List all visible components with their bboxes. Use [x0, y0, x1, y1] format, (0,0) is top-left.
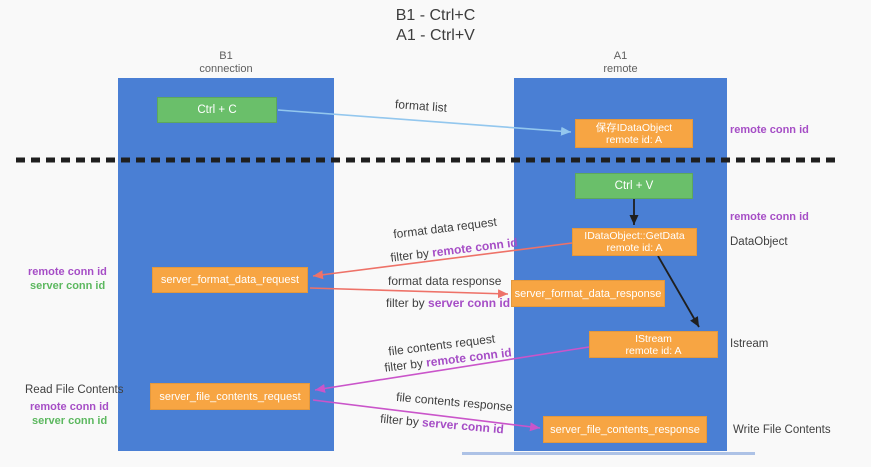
- remote-conn-id-annotation-1: remote conn id: [730, 124, 809, 136]
- title-line-2: A1 - Ctrl+V: [396, 27, 475, 44]
- format-data-response-filter-label: filter by server conn id: [386, 296, 510, 310]
- server-conn-id-text-2: server conn id: [421, 415, 505, 437]
- filter-by-text-3: filter by: [383, 355, 428, 375]
- server-file-contents-request-label: server_file_contents_request: [159, 390, 301, 403]
- file-contents-response-label: file contents response: [395, 389, 514, 415]
- remote-conn-id-annotation-2: remote conn id: [730, 211, 809, 223]
- title-line-1: B1 - Ctrl+C: [395, 7, 476, 24]
- server-format-data-request-label: server_format_data_request: [160, 274, 300, 286]
- getdata-line2: remote id: A: [606, 242, 663, 254]
- server-file-contents-response-label: server_file_contents_response: [550, 423, 700, 436]
- file-contents-response-filter-label: filter by server conn id: [380, 412, 505, 437]
- filter-by-text-4: filter by: [379, 411, 423, 430]
- istream-line1: IStream: [635, 332, 672, 345]
- istream-node: IStream remote id: A: [589, 331, 718, 358]
- filter-by-text-2: filter by: [386, 296, 429, 310]
- save-idataobject-node: 保存IDataObject remote id: A: [575, 119, 693, 148]
- diagram-title: B1 - Ctrl+C A1 - Ctrl+V: [0, 6, 871, 46]
- lifeline-b1-name: B1: [219, 50, 233, 62]
- ctrl-v-node: Ctrl + V: [575, 173, 693, 199]
- server-file-contents-response-node: server_file_contents_response: [543, 416, 707, 443]
- idataobject-getdata-node: IDataObject::GetData remote id: A: [572, 228, 697, 256]
- server-format-data-response-label: server_format_data_response: [514, 287, 662, 300]
- b1-server-conn-id-annotation-1: server conn id: [30, 280, 106, 292]
- lifeline-a1-role: remote: [603, 63, 638, 75]
- lifeline-b1-role: connection: [199, 63, 253, 75]
- getdata-line1: IDataObject::GetData: [584, 230, 685, 242]
- filter-by-text-1: filter by: [389, 245, 434, 265]
- lifeline-header-b1: B1 connection: [118, 50, 334, 76]
- lifeline-header-a1: A1 remote: [514, 50, 727, 76]
- b1-server-conn-id-annotation-2: server conn id: [32, 415, 108, 427]
- format-data-request-filter-label: filter by remote conn id: [390, 235, 519, 264]
- format-data-request-label: format data request: [392, 214, 498, 242]
- save-idataobject-line2: remote id: A: [605, 133, 663, 146]
- format-data-response-label: format data response: [388, 274, 502, 288]
- istream-annotation: Istream: [730, 338, 769, 350]
- ctrl-v-label: Ctrl + V: [614, 180, 654, 192]
- save-idataobject-line1: 保存IDataObject: [595, 121, 673, 134]
- bottom-edge-line: [462, 452, 755, 455]
- server-format-data-response-node: server_format_data_response: [511, 280, 665, 307]
- ctrl-c-label: Ctrl + C: [197, 104, 237, 116]
- dataobject-annotation: DataObject: [730, 236, 788, 248]
- format-list-label: format list: [394, 97, 448, 115]
- server-format-data-request-node: server_format_data_request: [152, 267, 308, 293]
- write-file-contents-annotation: Write File Contents: [733, 424, 831, 436]
- istream-line2: remote id: A: [625, 344, 682, 357]
- server-conn-id-text-1: server conn id: [428, 296, 511, 310]
- remote-conn-id-text-1: remote conn id: [431, 235, 519, 260]
- ctrl-c-node: Ctrl + C: [157, 97, 277, 123]
- b1-remote-conn-id-annotation-1: remote conn id: [28, 266, 107, 278]
- format-data-response-arrow: [309, 287, 509, 299]
- read-file-contents-annotation: Read File Contents: [25, 384, 124, 396]
- server-file-contents-request-node: server_file_contents_request: [150, 383, 310, 410]
- b1-remote-conn-id-annotation-2: remote conn id: [30, 401, 109, 413]
- lifeline-a1-name: A1: [613, 50, 628, 62]
